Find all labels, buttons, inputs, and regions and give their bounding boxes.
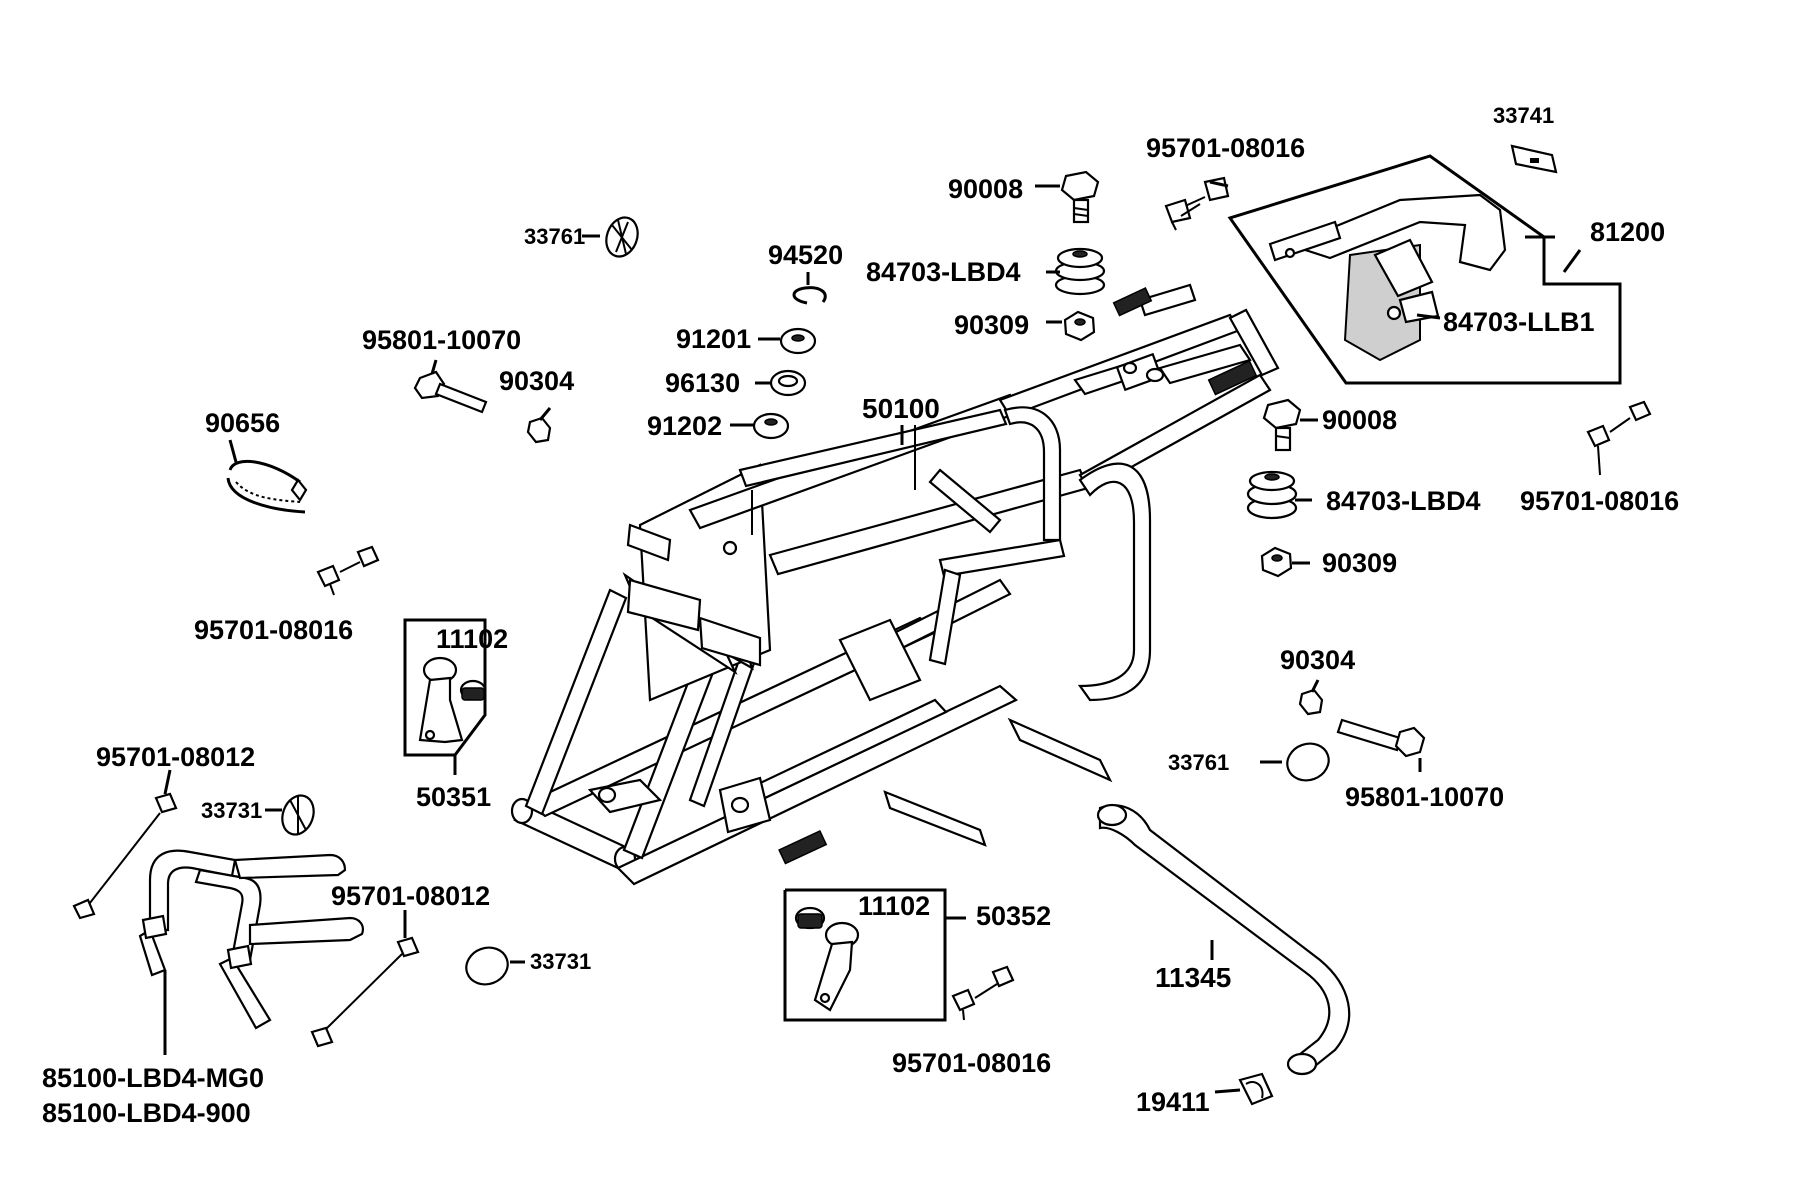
cap-33761-top xyxy=(605,216,639,258)
rubber-84703-lbd4-right xyxy=(1246,470,1298,520)
label-50352: 50352 xyxy=(976,901,1051,931)
label-95701-08012-left: 95701-08012 xyxy=(96,742,255,772)
label-33731-left: 33731 xyxy=(201,798,262,823)
label-94520: 94520 xyxy=(768,240,843,270)
bracket-50351-box xyxy=(403,618,487,775)
clip-94520 xyxy=(792,286,827,305)
leader-lines xyxy=(163,180,1582,1094)
label-90008-top: 90008 xyxy=(948,174,1023,204)
label-91201: 91201 xyxy=(676,324,751,354)
bracket-50352-box xyxy=(783,888,947,1022)
label-84703-lbd4-right: 84703-LBD4 xyxy=(1326,486,1481,516)
bolt-95701-08016-lower xyxy=(951,965,1015,1021)
label-91202: 91202 xyxy=(647,411,722,441)
label-85100-lbd4-900: 85100-LBD4-900 xyxy=(42,1098,251,1128)
bolt-95701-08012-left xyxy=(72,792,178,920)
label-95701-08016-right: 95701-08016 xyxy=(1520,486,1679,516)
label-95801-10070-top: 95801-10070 xyxy=(362,325,521,355)
bearing-96130 xyxy=(769,369,807,397)
label-90656: 90656 xyxy=(205,408,280,438)
label-90309-right: 90309 xyxy=(1322,548,1397,578)
bolt-95801-10070-right xyxy=(1336,718,1426,758)
label-11102-lower: 11102 xyxy=(858,891,930,921)
bolt-95701-08012-mid xyxy=(310,936,420,1048)
bolt-90008-right xyxy=(1262,398,1302,452)
label-90309-top: 90309 xyxy=(954,310,1029,340)
exhaust-pipe-11345 xyxy=(1096,803,1351,1076)
bolt-90008-top xyxy=(1060,170,1100,224)
rubber-84703-lbd4-top xyxy=(1054,247,1106,296)
bolt-95701-08016-left xyxy=(316,545,380,596)
footrest-85100 xyxy=(138,849,364,1055)
label-95701-08016-left: 95701-08016 xyxy=(194,615,353,645)
label-11102-top: 11102 xyxy=(436,624,508,654)
label-95701-08016-top: 95701-08016 xyxy=(1146,133,1305,163)
label-50100: 50100 xyxy=(862,393,940,424)
label-96130: 96130 xyxy=(665,368,740,398)
label-95801-10070-right: 95801-10070 xyxy=(1345,782,1504,812)
main-frame xyxy=(510,283,1280,886)
label-11345: 11345 xyxy=(1155,962,1231,993)
label-90304-top: 90304 xyxy=(499,366,574,396)
bearing-91201 xyxy=(779,327,817,355)
label-33731-lower: 33731 xyxy=(530,949,591,974)
label-33741: 33741 xyxy=(1493,103,1554,128)
nut-90309-top xyxy=(1063,310,1096,342)
clamp-19411 xyxy=(1238,1072,1274,1106)
nut-90304-top xyxy=(526,416,552,444)
label-84703-lbd4-top: 84703-LBD4 xyxy=(866,257,1021,287)
bearing-91202 xyxy=(752,412,790,440)
bolt-95701-08016-right xyxy=(1586,400,1652,476)
label-81200: 81200 xyxy=(1590,217,1665,247)
label-33761-right: 33761 xyxy=(1168,750,1229,775)
label-85100-lbd4-mg0: 85100-LBD4-MG0 xyxy=(42,1063,264,1093)
label-19411: 19411 xyxy=(1136,1087,1210,1117)
label-90008-right: 90008 xyxy=(1322,405,1397,435)
part-labels: 33741 95701-08016 90008 81200 33761 9452… xyxy=(42,103,1679,1128)
cap-33731-lower xyxy=(465,946,509,986)
label-95701-08016-lower: 95701-08016 xyxy=(892,1048,1051,1078)
label-90304-right: 90304 xyxy=(1280,645,1355,675)
cap-33731-left xyxy=(281,794,315,836)
part-33741 xyxy=(1510,144,1558,174)
cap-33761-right xyxy=(1286,742,1330,782)
strap-90656 xyxy=(226,459,308,514)
nut-90304-right xyxy=(1298,688,1324,716)
nut-90309-right xyxy=(1260,546,1293,578)
rear-bracket-assembly xyxy=(1227,154,1622,385)
bolt-95801-10070-top xyxy=(413,370,488,414)
label-95701-08012-mid: 95701-08012 xyxy=(331,881,490,911)
label-84703-llb1: 84703-LLB1 xyxy=(1443,307,1595,337)
label-33761-top: 33761 xyxy=(524,224,585,249)
label-50351: 50351 xyxy=(416,782,491,812)
bolt-95701-08016-top xyxy=(1164,176,1230,231)
